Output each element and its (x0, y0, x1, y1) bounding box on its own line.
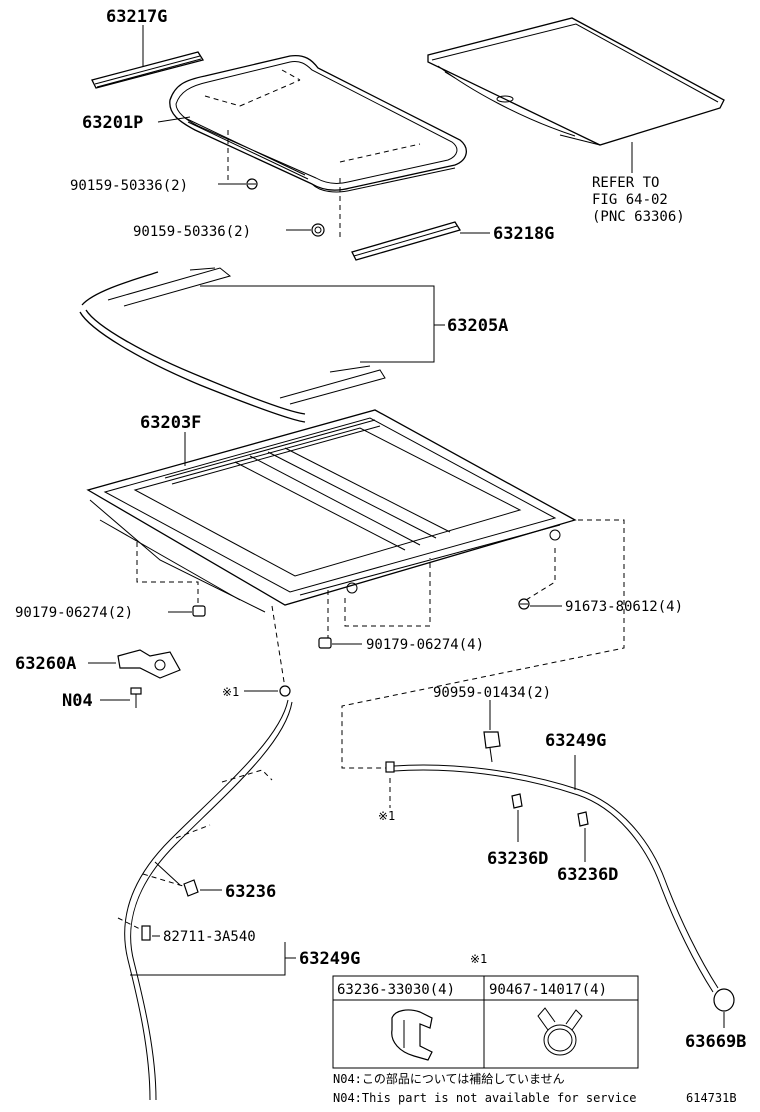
figure-id: 614731B (686, 1091, 737, 1105)
label-bolt-right: 91673-80612(4) (565, 599, 683, 615)
clip-63236d-a (511, 793, 523, 809)
drain-hose-left (124, 699, 293, 1101)
label-clip-90959: 90959-01434(2) (433, 685, 551, 701)
label-63203f: 63203F (140, 413, 201, 433)
label-bolt-mid: 90179-06274(4) (366, 637, 484, 653)
label-screw-upper-a: 90159-50336(2) (70, 178, 188, 194)
bolt-icon (130, 687, 142, 708)
label-table-mark: ※1 (470, 952, 487, 966)
clip-63236 (183, 879, 199, 897)
label-n04: N04 (62, 691, 93, 711)
nut-icon (318, 637, 332, 649)
label-63249g-right: 63249G (545, 731, 606, 751)
clip-63236d-b (577, 811, 589, 827)
label-63669b: 63669B (685, 1032, 746, 1052)
label-63249g-left: 63249G (299, 949, 360, 969)
parts-table (332, 975, 639, 1069)
label-mark-left: ※1 (222, 685, 239, 699)
label-bolt-left: 90179-06274(2) (15, 605, 133, 621)
label-63218g: 63218G (493, 224, 554, 244)
table-col1-header: 63236-33030(4) (337, 982, 455, 998)
spring-clamp-icon (537, 1007, 583, 1056)
glass-panel-63201p (169, 54, 467, 193)
label-63236d-a: 63236D (487, 849, 548, 869)
clip-63669b (713, 988, 735, 1012)
label-refer-pnc: (PNC 63306) (592, 209, 685, 225)
screw-icon (246, 178, 258, 190)
weatherstrip-63218g (351, 221, 462, 261)
drip-channel-63205a (79, 267, 386, 423)
clip-icon (391, 1009, 433, 1061)
clip-90959 (483, 731, 501, 763)
nut-icon (311, 223, 325, 237)
label-refer-fig: FIG 64-02 (592, 192, 668, 208)
label-63217g: 63217G (106, 7, 167, 27)
label-63260a: 63260A (15, 654, 76, 674)
label-63236: 63236 (225, 882, 276, 902)
bolt-icon (518, 598, 530, 610)
label-63201p: 63201P (82, 113, 143, 133)
label-82711: 82711-3A540 (163, 929, 256, 945)
note-jp: N04:この部品については補給していません (333, 1071, 565, 1086)
label-refer-to: REFER TO (592, 175, 659, 191)
weatherstrip-63217g (91, 51, 205, 89)
label-63236d-b: 63236D (557, 865, 618, 885)
housing-frame-63203f (86, 409, 577, 613)
drain-hose-right (385, 761, 719, 993)
table-col2-header: 90467-14017(4) (489, 982, 607, 998)
sunshade-panel (427, 17, 725, 146)
note-en: N04:This part is not available for servi… (333, 1091, 636, 1105)
nut-icon (192, 605, 206, 617)
label-mark-mid: ※1 (378, 809, 395, 823)
motor-63260a (117, 649, 181, 679)
label-63205a: 63205A (447, 316, 508, 336)
clip-82711 (141, 925, 151, 941)
label-screw-upper-b: 90159-50336(2) (133, 224, 251, 240)
